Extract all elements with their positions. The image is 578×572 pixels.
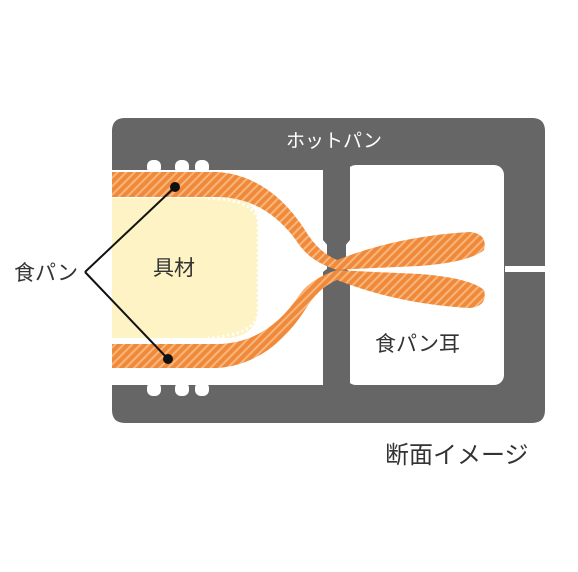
bread-bottom-slice	[112, 270, 485, 368]
caption-label: 断面イメージ	[385, 441, 529, 469]
bread-top-slice	[112, 172, 485, 270]
pan-bottom-ridges	[147, 382, 209, 396]
bread-label: 食パン	[14, 261, 78, 285]
hotpan-label: ホットパン	[286, 130, 382, 152]
filling-edge	[207, 196, 260, 340]
pan-hinge-gap	[505, 266, 545, 272]
crust-label: 食パン耳	[375, 332, 460, 356]
filling-area	[112, 198, 258, 338]
bread-pointer	[84, 182, 180, 364]
filling-label: 具材	[153, 256, 195, 280]
pan-top-ridges	[147, 160, 209, 174]
